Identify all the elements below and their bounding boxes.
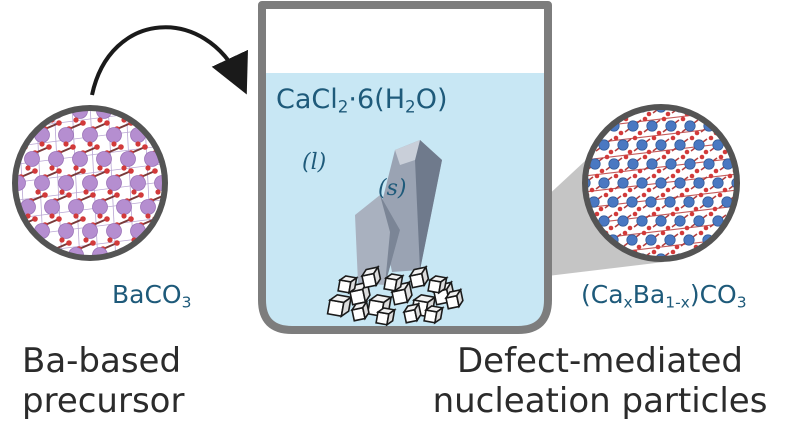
transfer-arrow <box>90 25 248 96</box>
caption-right: Defect-mediated nucleation particles <box>430 341 770 421</box>
caption-left-line-2: precursor <box>22 381 185 421</box>
precursor-structure-circle <box>12 105 168 261</box>
caption-left: Ba-based precursor <box>22 341 184 421</box>
caption-right-line-1: Defect-mediated <box>456 341 743 381</box>
product-formula-label: (CaxBa1-x)CO3 <box>581 280 747 312</box>
caption-left-line-1: Ba-based <box>22 341 182 381</box>
caption-right-line-2: nucleation particles <box>432 381 768 421</box>
solution-formula-label: CaCl2·6(H2O) <box>276 84 448 117</box>
beaker-outline <box>258 1 552 334</box>
precursor-formula-label: BaCO3 <box>112 280 192 312</box>
liquid-phase-label: (l) <box>302 150 327 175</box>
nucleation-particles <box>326 265 464 327</box>
crystal-solid <box>355 140 442 285</box>
solid-phase-label: (s) <box>378 176 407 201</box>
